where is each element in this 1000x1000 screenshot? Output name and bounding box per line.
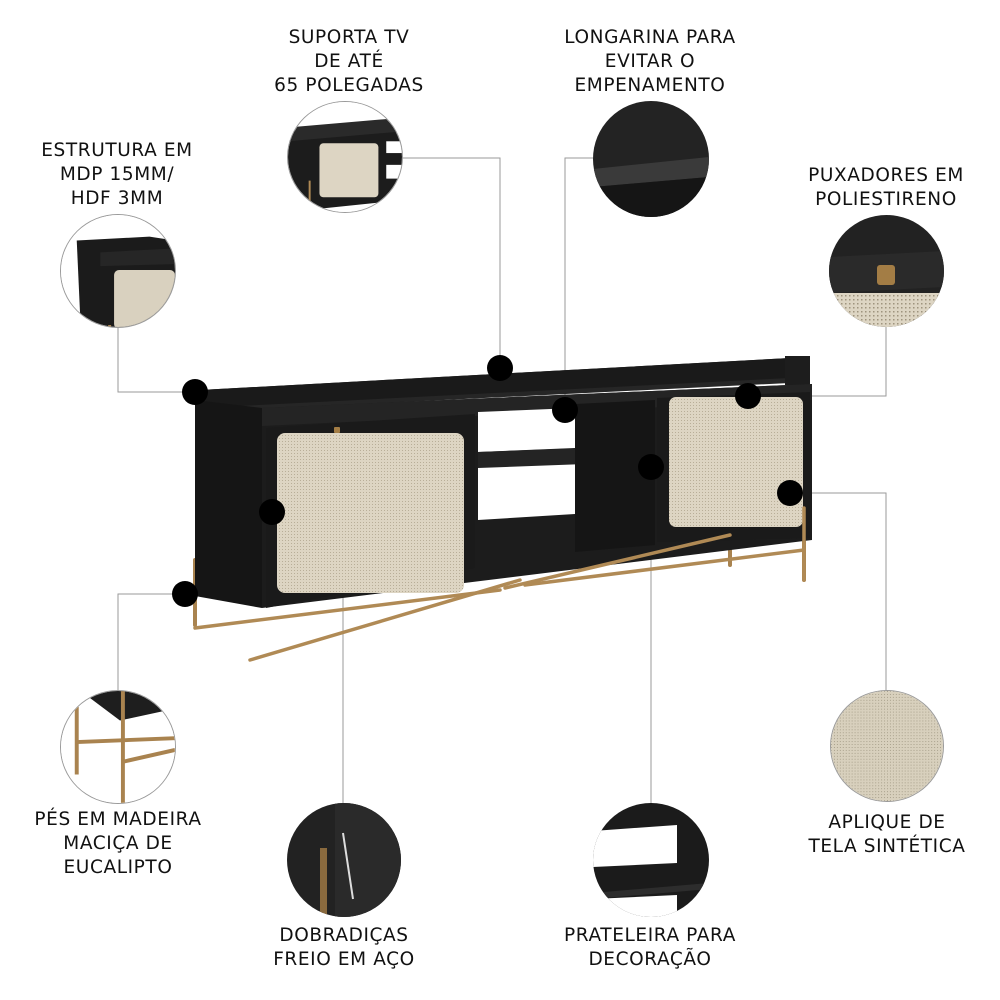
feature-label-legs: PÉS EM MADEIRA MACIÇA DE EUCALIPTO (34, 808, 201, 880)
label-line: MDP 15MM/ (59, 164, 175, 185)
label-line: POLIESTIRENO (815, 189, 957, 210)
feature-label-structure: ESTRUTURA EM MDP 15MM/ HDF 3MM (41, 139, 192, 211)
label-line: DOBRADIÇAS (279, 925, 409, 946)
label-line: MACIÇA DE (63, 833, 173, 854)
label-line: 65 POLEGADAS (274, 75, 424, 96)
hotspot-stringer[interactable] (552, 397, 578, 423)
label-line: EVITAR O (604, 51, 696, 72)
hotspot-handles[interactable] (735, 383, 761, 409)
label-line: PÉS EM MADEIRA (34, 809, 202, 830)
callout-structure-image (60, 214, 176, 328)
hotspot-structure[interactable] (182, 379, 208, 405)
feature-label-handles: PUXADORES EM POLIESTIRENO (808, 164, 964, 212)
feature-label-stringer: LONGARINA PARA EVITAR O EMPENAMENTO (564, 26, 736, 98)
label-line: DECORAÇÃO (588, 949, 712, 970)
feature-label-tv-support: SUPORTA TV DE ATÉ 65 POLEGADAS (274, 26, 424, 98)
label-line: ESTRUTURA EM (41, 140, 193, 161)
callout-stringer-image (593, 101, 709, 217)
hotspot-hinges[interactable] (259, 499, 285, 525)
feature-label-shelf: PRATELEIRA PARA DECORAÇÃO (564, 924, 736, 972)
feature-label-hinges: DOBRADIÇAS FREIO EM AÇO (273, 924, 415, 972)
label-line: TELA SINTÉTICA (808, 836, 966, 857)
label-line: PRATELEIRA PARA (564, 925, 736, 946)
callout-shelf-image (593, 803, 709, 917)
callout-cane-image (830, 690, 944, 802)
label-line: HDF 3MM (70, 188, 164, 209)
callout-tv-support-image (287, 101, 403, 213)
hotspot-legs[interactable] (172, 581, 198, 607)
label-line: DE ATÉ (314, 51, 384, 72)
label-line: SUPORTA TV (288, 27, 410, 48)
label-line: APLIQUE DE (828, 812, 946, 833)
label-line: PUXADORES EM (808, 165, 964, 186)
label-line: EUCALIPTO (63, 857, 173, 878)
callout-legs-image (60, 690, 176, 804)
hotspot-cane[interactable] (777, 480, 803, 506)
feature-label-cane: APLIQUE DE TELA SINTÉTICA (808, 811, 965, 859)
label-line: EMPENAMENTO (574, 75, 726, 96)
hotspot-tv-support[interactable] (487, 355, 513, 381)
hotspot-shelf[interactable] (638, 454, 664, 480)
callout-handles-image (829, 215, 944, 327)
label-line: FREIO EM AÇO (273, 949, 415, 970)
label-line: LONGARINA PARA (564, 27, 736, 48)
callout-hinges-image (287, 803, 401, 917)
